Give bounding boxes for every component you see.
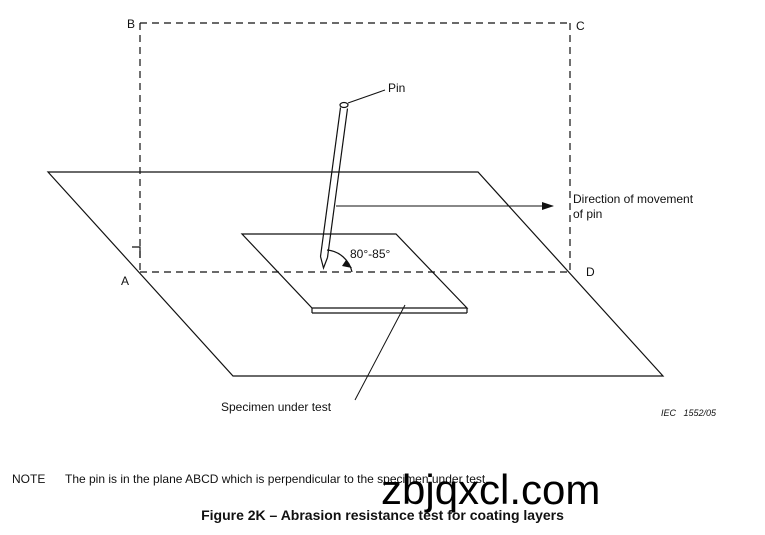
note-text: The pin is in the plane ABCD which is pe… <box>65 472 489 486</box>
angle-arc <box>326 249 353 273</box>
specimen-leader <box>354 304 406 401</box>
direction-label-line2: of pin <box>573 207 602 221</box>
note: NOTE The pin is in the plane ABCD which i… <box>12 472 489 486</box>
plane-abcd <box>139 22 571 273</box>
point-label-b: B <box>127 17 135 31</box>
pin-label: Pin <box>388 81 405 95</box>
pin <box>319 101 349 270</box>
watermark: zbjqxcl.com <box>381 466 601 513</box>
figure-ref-label: IEC 1552/05 <box>661 408 717 418</box>
specimen <box>240 233 469 314</box>
angle-label: 80°-85° <box>350 247 390 261</box>
note-tag: NOTE <box>12 472 46 486</box>
figure-caption: Figure 2K – Abrasion resistance test for… <box>201 507 564 523</box>
point-label-d: D <box>586 265 595 279</box>
direction-label-line1: Direction of movement <box>573 192 694 206</box>
pin-leader <box>347 89 386 104</box>
point-label-a: A <box>121 274 129 288</box>
abrasion-test-diagram: B C A D Pin Direction of movement of pin… <box>46 17 717 418</box>
angle-arrow-icon <box>342 260 352 268</box>
point-label-c: C <box>576 19 585 33</box>
specimen-label: Specimen under test <box>221 400 332 414</box>
right-angle-marker <box>132 246 141 258</box>
base-plane <box>46 171 665 377</box>
